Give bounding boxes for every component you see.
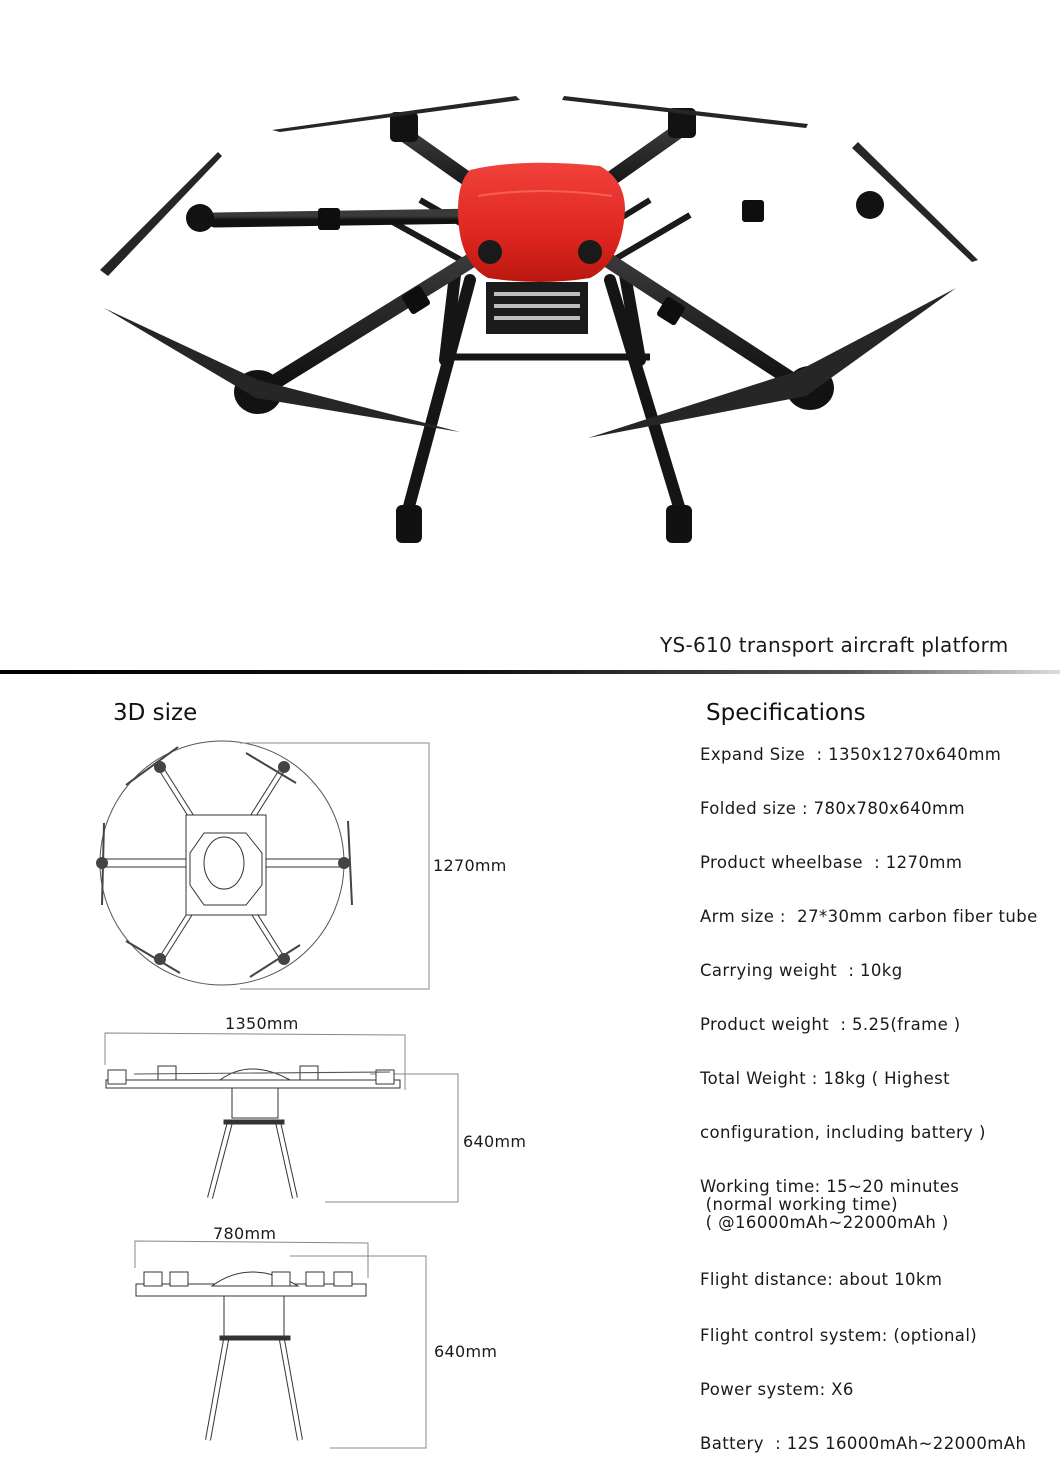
spec-carrying-weight: Carrying weight : 10kg bbox=[700, 961, 903, 980]
spec-total-weight: Total Weight : 18kg ( Highest bbox=[700, 1069, 951, 1088]
folded-width-label: 780mm bbox=[213, 1224, 277, 1243]
spec-expand-size: Expand Size : 1350x1270x640mm bbox=[700, 745, 1002, 764]
spec-working-time: Working time: 15~20 minutes (normal work… bbox=[700, 1177, 960, 1232]
product-title: YS-610 transport aircraft platform bbox=[660, 633, 1009, 657]
expanded-height-label: 640mm bbox=[463, 1132, 527, 1151]
spec-flight-control: Flight control system: (optional) bbox=[700, 1326, 978, 1345]
spec-arm-size: Arm size : 27*30mm carbon fiber tube bbox=[700, 907, 1038, 926]
specifications-heading: Specifications bbox=[706, 700, 866, 726]
folded-height-label: 640mm bbox=[434, 1342, 498, 1361]
size-heading: 3D size bbox=[113, 700, 198, 726]
spec-product-weight: Product weight : 5.25(frame ) bbox=[700, 1015, 961, 1034]
spec-flight-distance: Flight distance: about 10km bbox=[700, 1270, 943, 1289]
landing-gear bbox=[402, 269, 686, 516]
spec-folded-size: Folded size : 780x780x640mm bbox=[700, 799, 965, 818]
top-view-dimension-label: 1270mm bbox=[433, 856, 507, 875]
section-divider bbox=[0, 670, 1060, 674]
spec-power-system: Power system: X6 bbox=[700, 1380, 854, 1399]
spec-wheelbase: Product wheelbase : 1270mm bbox=[700, 853, 963, 872]
expanded-side-view-drawing bbox=[104, 1032, 459, 1203]
spec-total-weight-cont: configuration, including battery ) bbox=[700, 1123, 986, 1142]
canopy bbox=[458, 162, 625, 282]
product-photo-hexacopter bbox=[100, 96, 978, 543]
top-view-drawing bbox=[96, 740, 430, 990]
spec-battery: Battery : 12S 16000mAh~22000mAh bbox=[700, 1434, 1027, 1453]
expanded-width-label: 1350mm bbox=[225, 1014, 299, 1033]
folded-side-view-drawing bbox=[134, 1240, 427, 1449]
